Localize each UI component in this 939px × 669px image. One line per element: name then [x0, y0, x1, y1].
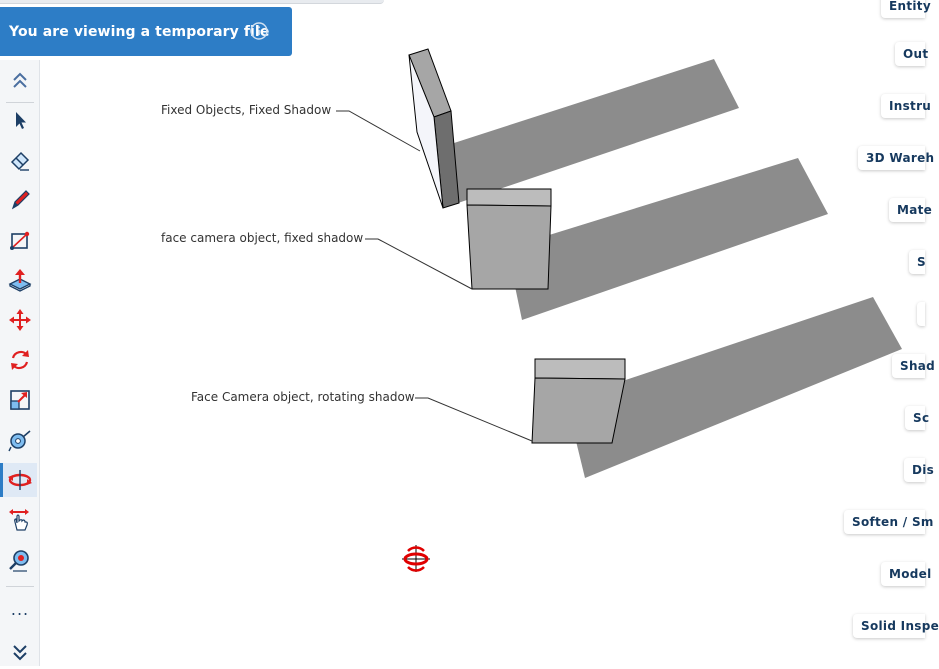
- tray-tab-display[interactable]: Dis: [904, 458, 934, 482]
- shadow-3: [566, 297, 902, 478]
- tray-tab-materials[interactable]: Mate: [889, 198, 932, 222]
- viewport-canvas[interactable]: Fixed Objects, Fixed Shadow face camera …: [41, 0, 925, 666]
- face-camera-box-1: [466, 188, 552, 290]
- tray-tab-3d-warehouse[interactable]: 3D Wareh: [858, 146, 934, 170]
- orbit-cursor-icon: [402, 545, 430, 572]
- orbit-icon[interactable]: [0, 463, 37, 497]
- scene-drawing: [336, 48, 902, 572]
- tray-tab-model-info[interactable]: Model: [881, 562, 931, 586]
- banner-text: You are viewing a temporary file: [9, 23, 270, 40]
- tape-measure-icon[interactable]: [3, 423, 37, 457]
- left-toolbar: ...: [0, 60, 40, 666]
- scale-icon[interactable]: [3, 383, 37, 417]
- tray-tab-shadows[interactable]: Shad: [892, 354, 935, 378]
- tray-tab-styles[interactable]: S: [909, 250, 926, 274]
- expand-down-icon[interactable]: [3, 635, 37, 669]
- face-camera-box-2: [531, 358, 626, 444]
- top-panel-edge: [0, 0, 384, 4]
- zoom-icon[interactable]: [3, 543, 37, 577]
- tray-tab-outliner[interactable]: Out: [895, 42, 928, 66]
- leader-line-2: [365, 238, 473, 290]
- pan-icon[interactable]: [3, 503, 37, 537]
- info-icon[interactable]: [250, 22, 268, 40]
- temporary-file-banner: You are viewing a temporary file: [0, 7, 292, 56]
- tray-tab-instructor[interactable]: Instru: [881, 94, 931, 118]
- tray-tab-soften-smooth[interactable]: Soften / Sm: [844, 510, 933, 534]
- tray-tab-entity[interactable]: Entity: [881, 0, 931, 18]
- pencil-icon[interactable]: [3, 183, 37, 217]
- leader-line-1: [336, 110, 421, 152]
- fixed-object-panel: [408, 48, 460, 209]
- tray-tab-scenes[interactable]: Sc: [905, 406, 929, 430]
- collapse-up-icon[interactable]: [3, 64, 37, 98]
- shadow-2: [507, 158, 828, 320]
- rotate-icon[interactable]: [3, 343, 37, 377]
- shadow-1: [454, 59, 739, 203]
- tray-tab-solid-inspector[interactable]: Solid Inspe: [853, 614, 939, 638]
- leader-line-3: [415, 397, 533, 442]
- annotation-label-2: face camera object, fixed shadow: [161, 231, 364, 245]
- tray-tab-hidden[interactable]: [917, 302, 925, 326]
- rectangle-icon[interactable]: [3, 223, 37, 257]
- annotation-label-1: Fixed Objects, Fixed Shadow: [161, 103, 332, 117]
- more-icon[interactable]: ...: [3, 595, 37, 629]
- push-pull-icon[interactable]: [3, 263, 37, 297]
- select-icon[interactable]: [3, 103, 37, 137]
- move-icon[interactable]: [3, 303, 37, 337]
- more-label: ...: [10, 599, 30, 619]
- eraser-icon[interactable]: [3, 143, 37, 177]
- annotation-label-3: Face Camera object, rotating shadow: [191, 390, 415, 404]
